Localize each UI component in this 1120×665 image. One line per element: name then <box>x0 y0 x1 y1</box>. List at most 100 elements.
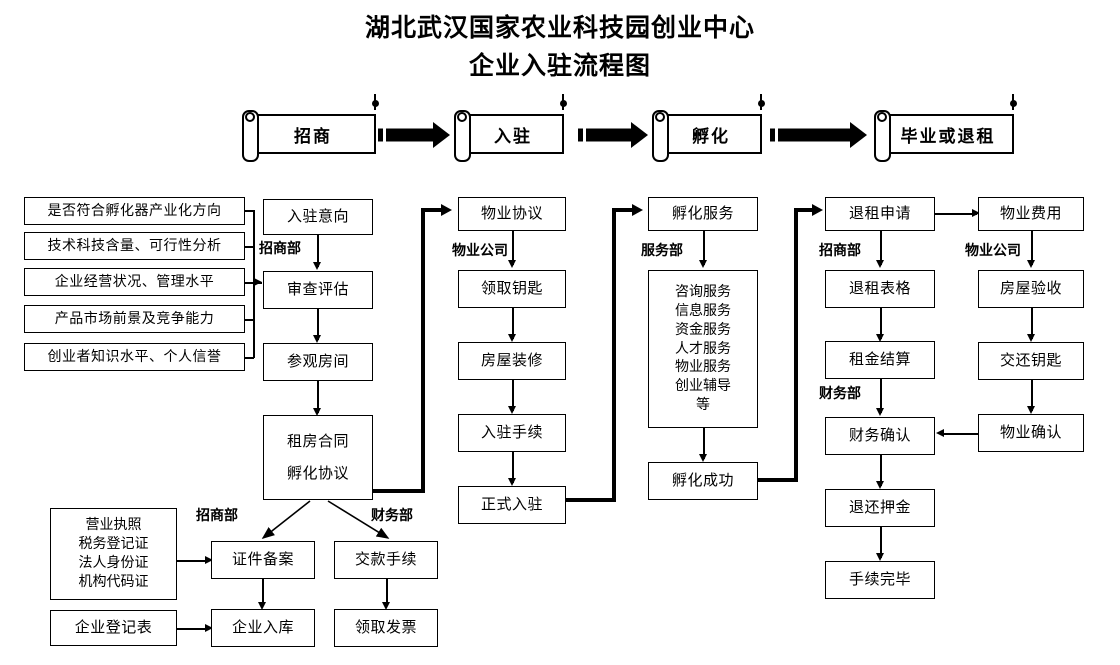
step-renovation[interactable]: 房屋装修 <box>458 342 566 380</box>
service-list-box[interactable]: 咨询服务 信息服务 资金服务 人才服务 物业服务 创业辅导 等 <box>648 270 758 428</box>
documents-box[interactable]: 营业执照 税务登记证 法人身份证 机构代码证 <box>50 508 177 600</box>
criteria-box-2[interactable]: 企业经营状况、管理水平 <box>24 268 245 296</box>
conn-procedure-official-arrow-icon <box>508 478 516 486</box>
conn-regform-enterprise-arrow-icon <box>205 624 213 632</box>
stage-banner-incubate[interactable]: 孵化 <box>650 94 768 162</box>
conn-filing-enterprise-arrow-icon <box>258 602 266 610</box>
step-visit-room[interactable]: 参观房间 <box>263 343 373 381</box>
step-label: 退租申请 <box>848 204 911 223</box>
step-finance-confirm[interactable]: 财务确认 <box>825 417 935 455</box>
dept-label-property-exit: 物业公司 <box>965 243 1021 259</box>
conn-intent-review <box>317 235 319 267</box>
thick-link-movein-arrow-icon <box>632 204 643 216</box>
document-item: 法人身份证 <box>78 555 149 571</box>
step-exit-form[interactable]: 退租表格 <box>825 270 935 308</box>
step-property-fee[interactable]: 物业费用 <box>978 197 1084 231</box>
step-label: 审查评估 <box>286 280 349 299</box>
banner-pin-right-icon <box>560 100 567 107</box>
step-rent-settlement[interactable]: 租金结算 <box>825 341 935 379</box>
conn-regform-enterprise <box>177 628 209 630</box>
stage-banner-graduate[interactable]: 毕业或退租 <box>872 94 1020 162</box>
banner-pin-right-icon <box>1010 100 1017 107</box>
step-official-movein[interactable]: 正式入驻 <box>458 486 566 524</box>
conn-docs-filing <box>177 560 209 562</box>
step-label: 领取钥匙 <box>480 279 543 298</box>
step-label: 房屋装修 <box>480 351 543 370</box>
conn-exitapp-propfee-arrow-icon <box>972 209 980 217</box>
step-label: 入驻意向 <box>286 207 349 226</box>
conn-list-success-arrow-icon <box>699 454 707 462</box>
conn-service-list <box>703 231 705 265</box>
step-get-keys[interactable]: 领取钥匙 <box>458 270 566 308</box>
registration-form-label: 企业登记表 <box>74 618 153 637</box>
thick-link-contract-h2 <box>421 208 443 212</box>
step-house-inspection[interactable]: 房屋验收 <box>978 270 1084 308</box>
criteria-box-0[interactable]: 是否符合孵化器产业化方向 <box>24 197 245 225</box>
chart-title-line1: 湖北武汉国家农业科技园创业中心 <box>364 13 755 42</box>
thick-link-contract-h <box>373 489 425 493</box>
conn-propconfirm-finconfirm <box>944 433 978 435</box>
thick-link-contract-v <box>421 208 425 493</box>
step-label: 物业确认 <box>999 423 1062 442</box>
conn-visit-contract-arrow-icon <box>313 408 321 416</box>
banner-roll-left <box>242 110 259 162</box>
step-enterprise-entry[interactable]: 企业入库 <box>211 609 315 647</box>
stage-banner-recruit[interactable]: 招商 <box>240 94 382 162</box>
conn-form-rent-arrow-icon <box>876 334 884 342</box>
step-incubation-success[interactable]: 孵化成功 <box>648 462 758 500</box>
step-contract[interactable]: 租房合同 孵化协议 <box>263 415 373 500</box>
step-label: 孵化服务 <box>671 204 734 223</box>
criteria-box-3[interactable]: 产品市场前景及竞争能力 <box>24 305 245 333</box>
step-document-filing[interactable]: 证件备案 <box>211 541 315 579</box>
step-exit-application[interactable]: 退租申请 <box>825 197 935 231</box>
criteria-stub-4 <box>245 357 254 359</box>
step-label: 孵化成功 <box>671 471 734 490</box>
conn-visit-contract <box>317 381 319 413</box>
step-procedure-complete[interactable]: 手续完毕 <box>825 561 935 599</box>
criteria-label: 产品市场前景及竞争能力 <box>54 310 215 327</box>
step-movein-procedure[interactable]: 入驻手续 <box>458 414 566 452</box>
conn-exitapp-propfee <box>935 213 977 215</box>
conn-propconfirm-finconfirm-arrow-icon <box>936 429 944 437</box>
conn-payment-invoice-arrow-icon <box>382 602 390 610</box>
step-label: 入驻手续 <box>480 423 543 442</box>
step-incubation-service[interactable]: 孵化服务 <box>648 197 758 231</box>
step-label: 交款手续 <box>354 550 417 569</box>
conn-pa-key-arrow-icon <box>508 260 516 268</box>
conn-list-success <box>703 428 705 459</box>
service-item: 物业服务 <box>675 359 731 376</box>
criteria-label: 技术科技含量、可行性分析 <box>47 237 222 254</box>
dept-label-property-company: 物业公司 <box>452 243 508 259</box>
stage-banner-movein[interactable]: 入驻 <box>452 94 570 162</box>
conn-renovate-formal-arrow-icon <box>508 406 516 414</box>
step-label: 领取发票 <box>354 618 417 637</box>
step-label: 企业入库 <box>231 618 294 637</box>
conn-deposit-done-arrow-icon <box>876 553 884 561</box>
step-property-agreement[interactable]: 物业协议 <box>458 197 566 231</box>
step-label: 参观房间 <box>286 352 349 371</box>
step-intent[interactable]: 入驻意向 <box>263 199 373 235</box>
criteria-box-4[interactable]: 创业者知识水平、个人信誉 <box>24 343 245 371</box>
conn-rent-finconfirm-arrow-icon <box>876 408 884 416</box>
step-review[interactable]: 审查评估 <box>263 271 373 309</box>
contract-line-2: 孵化协议 <box>286 463 349 482</box>
step-label: 手续完毕 <box>848 570 911 589</box>
banner-roll-left <box>652 110 669 162</box>
thick-link-incubate-h <box>758 478 798 482</box>
step-payment-procedure[interactable]: 交款手续 <box>334 541 438 579</box>
step-property-confirm[interactable]: 物业确认 <box>978 414 1084 452</box>
registration-form-box[interactable]: 企业登记表 <box>50 610 177 646</box>
contract-line-1: 租房合同 <box>286 432 349 450</box>
conn-inspect-returnkey <box>1031 308 1033 339</box>
step-get-invoice[interactable]: 领取发票 <box>334 609 438 647</box>
banner-roll-left <box>874 110 891 162</box>
step-label: 正式入驻 <box>480 495 543 514</box>
step-return-keys[interactable]: 交还钥匙 <box>978 342 1084 380</box>
criteria-label: 创业者知识水平、个人信誉 <box>47 348 222 365</box>
dept-label-exit-recruit: 招商部 <box>819 243 861 259</box>
step-refund-deposit[interactable]: 退还押金 <box>825 489 935 527</box>
banner-pin-left-icon <box>877 112 887 122</box>
criteria-box-1[interactable]: 技术科技含量、可行性分析 <box>24 232 245 260</box>
